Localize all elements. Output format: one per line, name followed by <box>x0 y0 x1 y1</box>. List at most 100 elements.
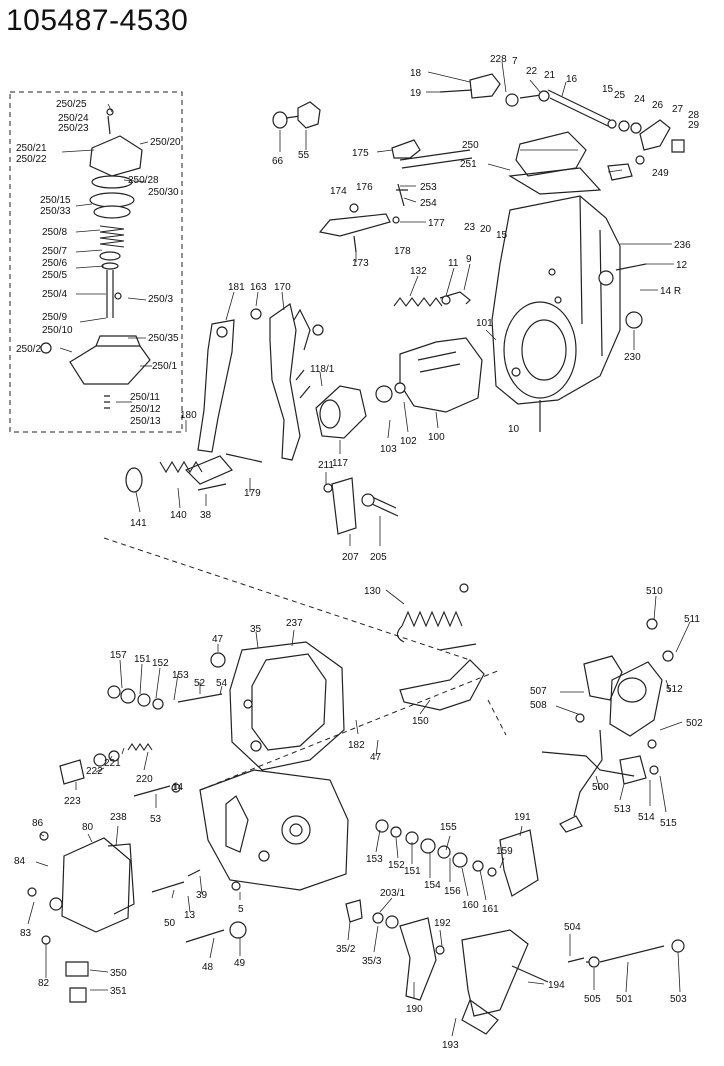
label-101: 101 <box>476 318 493 329</box>
label-151-lower: 151 <box>404 866 421 877</box>
label-15: 15 <box>496 230 508 241</box>
subassembly-250-parts <box>40 108 151 409</box>
label-174: 174 <box>330 186 347 197</box>
label-512: 512 <box>666 684 683 695</box>
label-152: 152 <box>152 658 169 669</box>
label-351: 351 <box>110 986 127 997</box>
label-157: 157 <box>110 650 127 661</box>
label-80: 80 <box>82 822 94 833</box>
diagram-title: 105487-4530 <box>6 4 189 37</box>
label-154: 154 <box>424 880 441 891</box>
part-66-55 <box>272 101 321 129</box>
governor-housing <box>199 641 349 891</box>
label-152-lower: 152 <box>388 860 405 871</box>
label-156: 156 <box>444 886 461 897</box>
label-250-1: 250/1 <box>152 361 177 372</box>
label-49: 49 <box>234 958 246 969</box>
label-203-1: 203/1 <box>380 888 405 899</box>
label-500: 500 <box>592 782 609 793</box>
label-250: 250 <box>462 140 479 151</box>
label-35: 35 <box>250 624 262 635</box>
label-250-13: 250/13 <box>130 416 161 427</box>
label-220: 220 <box>136 774 153 785</box>
label-53: 53 <box>150 814 162 825</box>
label-502: 502 <box>686 718 703 729</box>
label-207: 207 <box>342 552 359 563</box>
label-181: 181 <box>228 282 245 293</box>
label-250-12: 250/12 <box>130 404 161 415</box>
label-250-28: 250/28 <box>128 175 159 186</box>
label-47-mid: 47 <box>370 752 382 763</box>
label-38: 38 <box>200 510 212 521</box>
leader-lines <box>27 61 691 1037</box>
label-503: 503 <box>670 994 687 1005</box>
label-192: 192 <box>434 918 451 929</box>
label-250-11: 250/11 <box>130 392 160 403</box>
spring-130 <box>396 583 469 643</box>
label-221: 221 <box>104 758 121 769</box>
label-194: 194 <box>548 980 565 991</box>
label-211: 211 <box>318 460 334 471</box>
subassembly-boundary <box>9 91 183 433</box>
label-250-20: 250/20 <box>150 137 181 148</box>
divider-line-upper <box>103 537 471 661</box>
label-230: 230 <box>624 352 641 363</box>
label-9: 9 <box>466 254 472 265</box>
label-150: 150 <box>412 716 429 727</box>
label-153-lower: 153 <box>366 854 383 865</box>
label-250-15: 250/15 <box>40 195 71 206</box>
label-250-5: 250/5 <box>42 270 67 281</box>
label-28: 28 <box>688 110 700 121</box>
lever-assemblies <box>125 302 324 493</box>
label-514: 514 <box>638 812 655 823</box>
label-179: 179 <box>244 488 261 499</box>
label-510: 510 <box>646 586 663 597</box>
label-250-30: 250/30 <box>148 187 179 198</box>
label-180: 180 <box>180 410 197 421</box>
label-251: 251 <box>460 159 477 170</box>
label-250-4: 250/4 <box>42 289 67 300</box>
label-132: 132 <box>410 266 427 277</box>
label-18: 18 <box>410 68 422 79</box>
label-55: 55 <box>298 150 310 161</box>
label-50: 50 <box>164 918 176 929</box>
label-153: 153 <box>172 670 189 681</box>
pump-housing <box>491 195 647 432</box>
label-10: 10 <box>508 424 520 435</box>
label-228: 228 <box>490 54 507 65</box>
label-250-6: 250/6 <box>42 258 67 269</box>
label-14r: 14 R <box>660 286 681 297</box>
label-222: 222 <box>86 766 103 777</box>
label-66: 66 <box>272 156 284 167</box>
label-250-7: 250/7 <box>42 246 67 257</box>
label-5: 5 <box>238 904 244 915</box>
cover-80 <box>27 831 135 1003</box>
label-22: 22 <box>526 66 538 77</box>
label-84: 84 <box>14 856 26 867</box>
label-178: 178 <box>394 246 411 257</box>
label-236: 236 <box>674 240 691 251</box>
label-155: 155 <box>440 822 457 833</box>
label-24: 24 <box>634 94 646 105</box>
label-103: 103 <box>380 444 397 455</box>
label-161: 161 <box>482 904 499 915</box>
label-26: 26 <box>652 100 664 111</box>
label-48: 48 <box>202 962 214 973</box>
label-249: 249 <box>652 168 669 179</box>
label-100: 100 <box>428 432 445 443</box>
label-29: 29 <box>688 120 700 131</box>
label-14: 14 <box>172 782 184 793</box>
label-250-35: 250/35 <box>148 333 179 344</box>
label-250-22: 250/22 <box>16 154 47 165</box>
label-250-23: 250/23 <box>58 123 89 134</box>
label-83: 83 <box>20 928 32 939</box>
label-223: 223 <box>64 796 81 807</box>
label-350: 350 <box>110 968 127 979</box>
label-501: 501 <box>616 994 633 1005</box>
lower-right-linkage <box>345 643 549 1035</box>
label-39: 39 <box>196 890 208 901</box>
label-163: 163 <box>250 282 267 293</box>
label-13: 13 <box>184 910 196 921</box>
label-504: 504 <box>564 922 581 933</box>
